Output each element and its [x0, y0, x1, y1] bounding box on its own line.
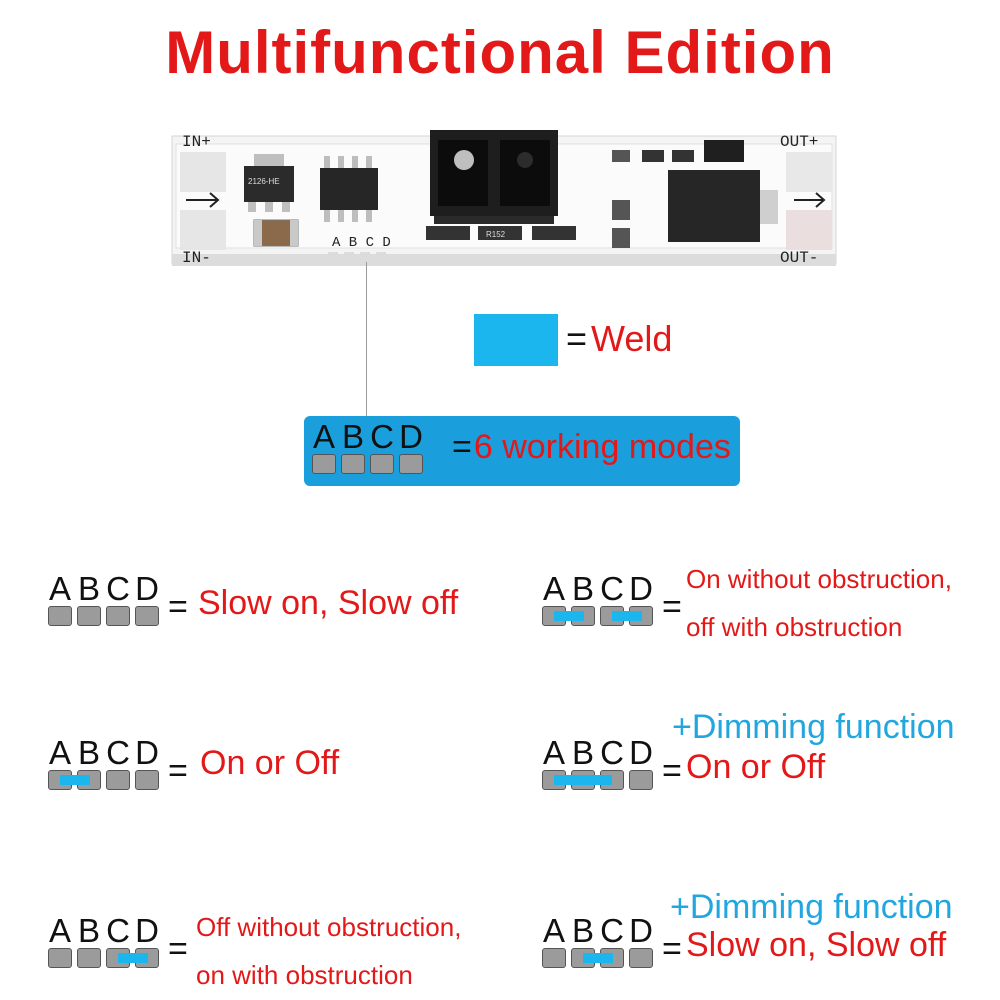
pad-letter: B — [77, 912, 100, 949]
weld-bridge — [612, 611, 642, 621]
out-minus-label: OUT- — [780, 249, 818, 267]
pad — [48, 948, 72, 968]
pad — [77, 948, 101, 968]
pad-letter: D — [629, 570, 653, 607]
mosfet — [668, 170, 760, 242]
diode — [704, 140, 744, 162]
equals-sign: = — [662, 752, 682, 790]
pad-letter: B — [571, 734, 594, 771]
modes-summary-text: =6 working modes — [452, 428, 731, 467]
chip-label: 2126-HE — [248, 177, 280, 186]
pad-letter: C — [370, 418, 394, 455]
pad — [106, 606, 130, 626]
pad-letter: A — [542, 912, 565, 949]
mode-item: A B C D = On or Off — [540, 734, 990, 804]
pad-letter: C — [106, 912, 130, 949]
mode-description: Slow on, Slow off — [198, 584, 459, 622]
modes-count-label: 6 working modes — [473, 428, 731, 466]
in-plus-label: IN+ — [182, 133, 211, 151]
out-plus-label: OUT+ — [780, 133, 818, 151]
equals-sign: = — [566, 318, 588, 359]
equals-sign: = — [662, 588, 682, 626]
regulator-chip — [244, 166, 294, 202]
pad-letter: D — [135, 912, 159, 949]
pad-letter: C — [600, 734, 624, 771]
dimming-label: +Dimming function — [672, 708, 955, 746]
weld-bridge — [583, 953, 613, 963]
pad-letter: B — [571, 912, 594, 949]
pad — [48, 606, 72, 626]
pad-letter: B — [341, 418, 364, 455]
equals-sign: = — [168, 588, 188, 626]
pad — [370, 454, 394, 474]
mode-description: Slow on, Slow off — [686, 926, 947, 964]
mode-item: A B C D = Slow on, Slow off — [46, 570, 486, 640]
weld-bridge — [554, 611, 584, 621]
pad — [77, 606, 101, 626]
pad-letter: C — [106, 734, 130, 771]
equals-sign: = — [662, 930, 682, 968]
pad-letter: C — [106, 570, 130, 607]
pad-letter: A — [542, 734, 565, 771]
pad — [135, 770, 159, 790]
mode-description: On or Off — [200, 744, 340, 782]
resistor-label: R152 — [486, 230, 506, 239]
pad — [341, 454, 365, 474]
pad — [135, 606, 159, 626]
pad-letter: C — [600, 912, 624, 949]
pad-letter: A — [48, 734, 71, 771]
pad-letter: C — [600, 570, 624, 607]
equals-sign: = — [168, 930, 188, 968]
weld-bridge — [118, 953, 148, 963]
weld-label: Weld — [591, 318, 673, 359]
pad-letter: D — [629, 734, 653, 771]
mode-item: A B C D = On without obstruction, off wi… — [540, 564, 990, 650]
pad-letter: B — [77, 570, 100, 607]
pad-letter: D — [135, 570, 159, 607]
pad — [629, 770, 653, 790]
weld-swatch — [474, 314, 558, 366]
page-title: Multifunctional Edition — [165, 19, 835, 86]
pad — [629, 948, 653, 968]
mode-description-line2: on with obstruction — [196, 960, 413, 990]
pad-letter: B — [77, 734, 100, 771]
pad-letters-label: A B C D — [332, 235, 391, 251]
pad — [312, 454, 336, 474]
arrow-right-icon — [186, 192, 220, 208]
pad-letter: D — [135, 734, 159, 771]
smd-resistors — [426, 150, 694, 248]
mode-description: On without obstruction, — [686, 564, 952, 594]
sop8-chip — [320, 168, 378, 210]
weld-bridge — [60, 775, 90, 785]
mode-description: Off without obstruction, — [196, 912, 462, 942]
mode-description-line2: off with obstruction — [686, 612, 903, 642]
mode-item: A B C D = On or Off — [46, 734, 486, 804]
in-pads — [180, 152, 226, 250]
pad-letter: A — [542, 570, 565, 607]
equals-sign: = — [452, 428, 472, 466]
pad-letter: B — [571, 570, 594, 607]
pad-letter: D — [399, 418, 423, 455]
dimming-label: +Dimming function — [670, 888, 953, 926]
modes-summary-box: A B C D =6 working modes — [304, 416, 740, 486]
pad — [542, 948, 566, 968]
pad — [399, 454, 423, 474]
pad-letter: A — [312, 418, 335, 455]
weld-legend: =Weld — [566, 318, 672, 360]
pad-letter: A — [48, 570, 71, 607]
callout-line — [366, 262, 367, 422]
mode-description: On or Off — [686, 748, 826, 786]
equals-sign: = — [168, 752, 188, 790]
arrow-right-icon — [794, 192, 826, 208]
mode-item: A B C D = Off without obstruction, on wi… — [46, 912, 506, 992]
pcb-board-image: IN+ IN- 2126-HE A B C D R152 OUT+ OUT- — [171, 130, 837, 267]
pad-letter: A — [48, 912, 71, 949]
in-minus-label: IN- — [182, 249, 211, 267]
pad-letter: D — [629, 912, 653, 949]
weld-bridge — [554, 775, 612, 785]
mode-item: A B C D = Slow on, Slow off — [540, 912, 990, 982]
pad — [106, 770, 130, 790]
